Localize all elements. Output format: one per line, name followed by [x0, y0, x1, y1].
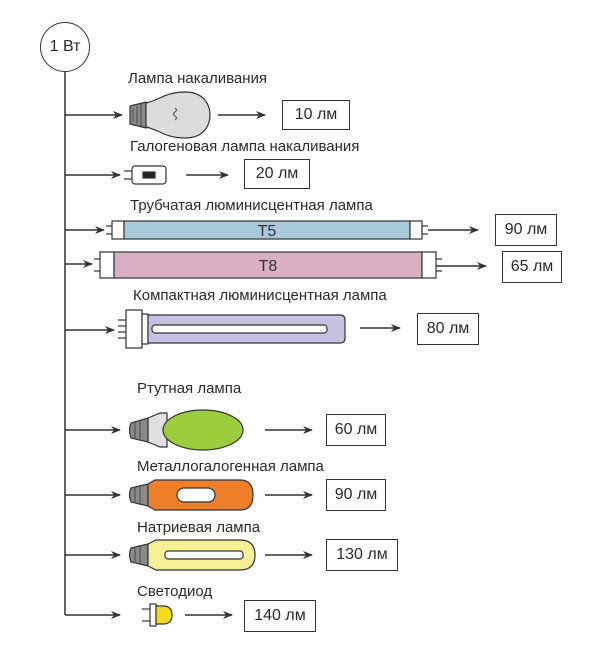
lamp-name-sodium: Натриевая лампа	[137, 519, 261, 536]
output-value: 140 лм	[254, 607, 306, 624]
output-value: 90 лм	[504, 221, 548, 238]
output-box-led: 140 лм	[244, 600, 316, 632]
compact-fluorescent-icon	[118, 309, 346, 349]
output-box-cfl: 80 лм	[417, 313, 479, 345]
lamp-name-cfl: Компактная люминисцентная лампа	[133, 287, 387, 304]
lamp-name-led: Светодиод	[137, 583, 213, 600]
t5-tube-label: T5	[258, 223, 277, 240]
mercury-lamp-icon	[128, 409, 244, 451]
output-value: 60 лм	[334, 421, 378, 438]
output-box-mercury: 60 лм	[326, 414, 386, 446]
output-value: 90 лм	[334, 486, 378, 503]
output-box-metal-halide: 90 лм	[326, 479, 386, 511]
output-box-halogen: 20 лм	[244, 159, 310, 189]
halogen-capsule-icon	[124, 165, 167, 185]
lamp-name-tubular-fluorescent: Трубчатая люминисцентная лампа	[130, 197, 373, 214]
output-value: 80 лм	[426, 320, 470, 337]
t8-tube-label: T8	[259, 258, 278, 275]
output-value: 10 лм	[294, 106, 338, 123]
incandescent-bulb-icon	[129, 91, 211, 139]
output-box-t8: 65 лм	[502, 251, 562, 283]
led-icon	[142, 603, 173, 627]
power-input-label: 1 Вт	[49, 38, 81, 55]
lamp-name-metal-halide: Металлогалогенная лампа	[137, 458, 324, 475]
output-box-incandescent: 10 лм	[282, 100, 350, 130]
output-value: 20 лм	[255, 165, 299, 182]
t5-tube-icon: T5	[106, 220, 428, 240]
lamp-name-incandescent: Лампа накаливания	[128, 70, 268, 87]
output-value: 65 лм	[510, 258, 554, 275]
t8-tube-icon: T8	[94, 251, 442, 279]
lamp-name-mercury: Ртутная лампа	[137, 380, 242, 397]
output-box-sodium: 130 лм	[326, 539, 398, 571]
output-value: 130 лм	[336, 546, 388, 563]
power-input-node: 1 Вт	[40, 22, 90, 72]
output-box-t5: 90 лм	[495, 214, 557, 246]
sodium-lamp-icon	[128, 539, 256, 571]
lamp-name-halogen: Галогеновая лампа накаливания	[130, 138, 360, 155]
metal-halide-lamp-icon	[128, 479, 254, 511]
